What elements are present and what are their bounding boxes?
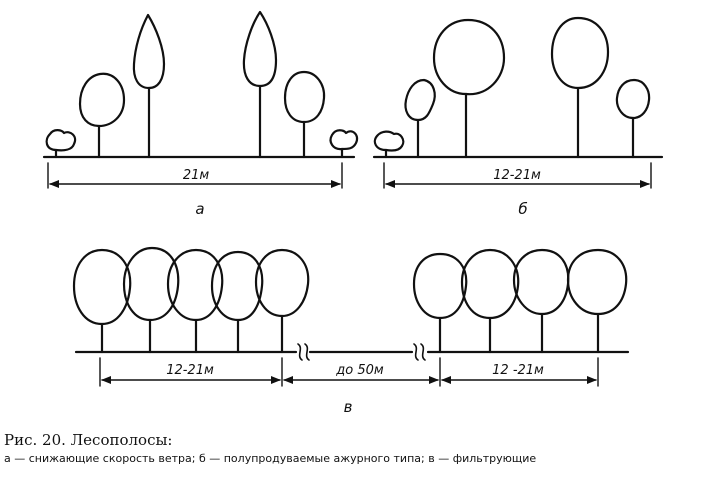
oval-tree-crown — [404, 78, 436, 122]
round-tree-crown — [615, 78, 651, 120]
shrub-crown — [373, 130, 405, 152]
panel-a-label: а — [195, 200, 204, 218]
break-mark — [297, 343, 303, 361]
panel-c-label: в — [344, 398, 353, 416]
overlapping-crown — [460, 248, 520, 320]
panel-b-trees — [372, 16, 664, 159]
break-mark — [413, 343, 419, 361]
large-round-crown — [432, 18, 506, 96]
figure-canvas: 21м а 12-21м б 12-21м до 50м 12 -21м в — [42, 10, 664, 416]
poplar-crown — [132, 13, 166, 90]
panel-b-label: б — [518, 200, 527, 218]
poplar-crown — [242, 10, 278, 88]
overlapping-crown — [166, 248, 224, 322]
overlapping-crown — [566, 248, 628, 316]
panel-c-right-belt — [412, 248, 630, 354]
caption-title: Рис. 20. Лесополосы: — [4, 431, 173, 449]
panel-c-left-belt — [72, 246, 310, 354]
panel-c-dimension-left-label: 12-21м — [166, 363, 214, 378]
figure-caption: Рис. 20. Лесополосы: а — снижающие скоро… — [4, 430, 700, 465]
round-tree-crown — [283, 70, 326, 124]
panel-b-dimension-label: 12-21м — [493, 168, 541, 183]
break-mark — [304, 343, 310, 361]
panel-c-dimension-right-label: 12 -21м — [492, 363, 544, 378]
overlapping-crown — [254, 248, 310, 318]
break-mark — [420, 343, 426, 361]
overlapping-crown — [412, 252, 468, 320]
shrub-crown — [45, 129, 77, 152]
caption-text: а — снижающие скорость ветра; б — полупр… — [4, 452, 537, 465]
overlapping-crown — [122, 246, 180, 322]
overlapping-crown — [72, 248, 132, 326]
panel-a-trees — [42, 10, 359, 159]
panel-c-dimension-gap-label: до 50м — [335, 363, 384, 378]
large-round-crown — [550, 16, 610, 90]
shrub-crown — [329, 129, 359, 151]
round-tree-crown — [78, 72, 126, 128]
forest-belts-diagram: 21м а 12-21м б 12-21м до 50м 12 -21м в — [42, 10, 664, 416]
overlapping-crown — [512, 248, 570, 316]
panel-a-dimension-label: 21м — [183, 168, 210, 183]
overlapping-crown — [210, 250, 264, 322]
